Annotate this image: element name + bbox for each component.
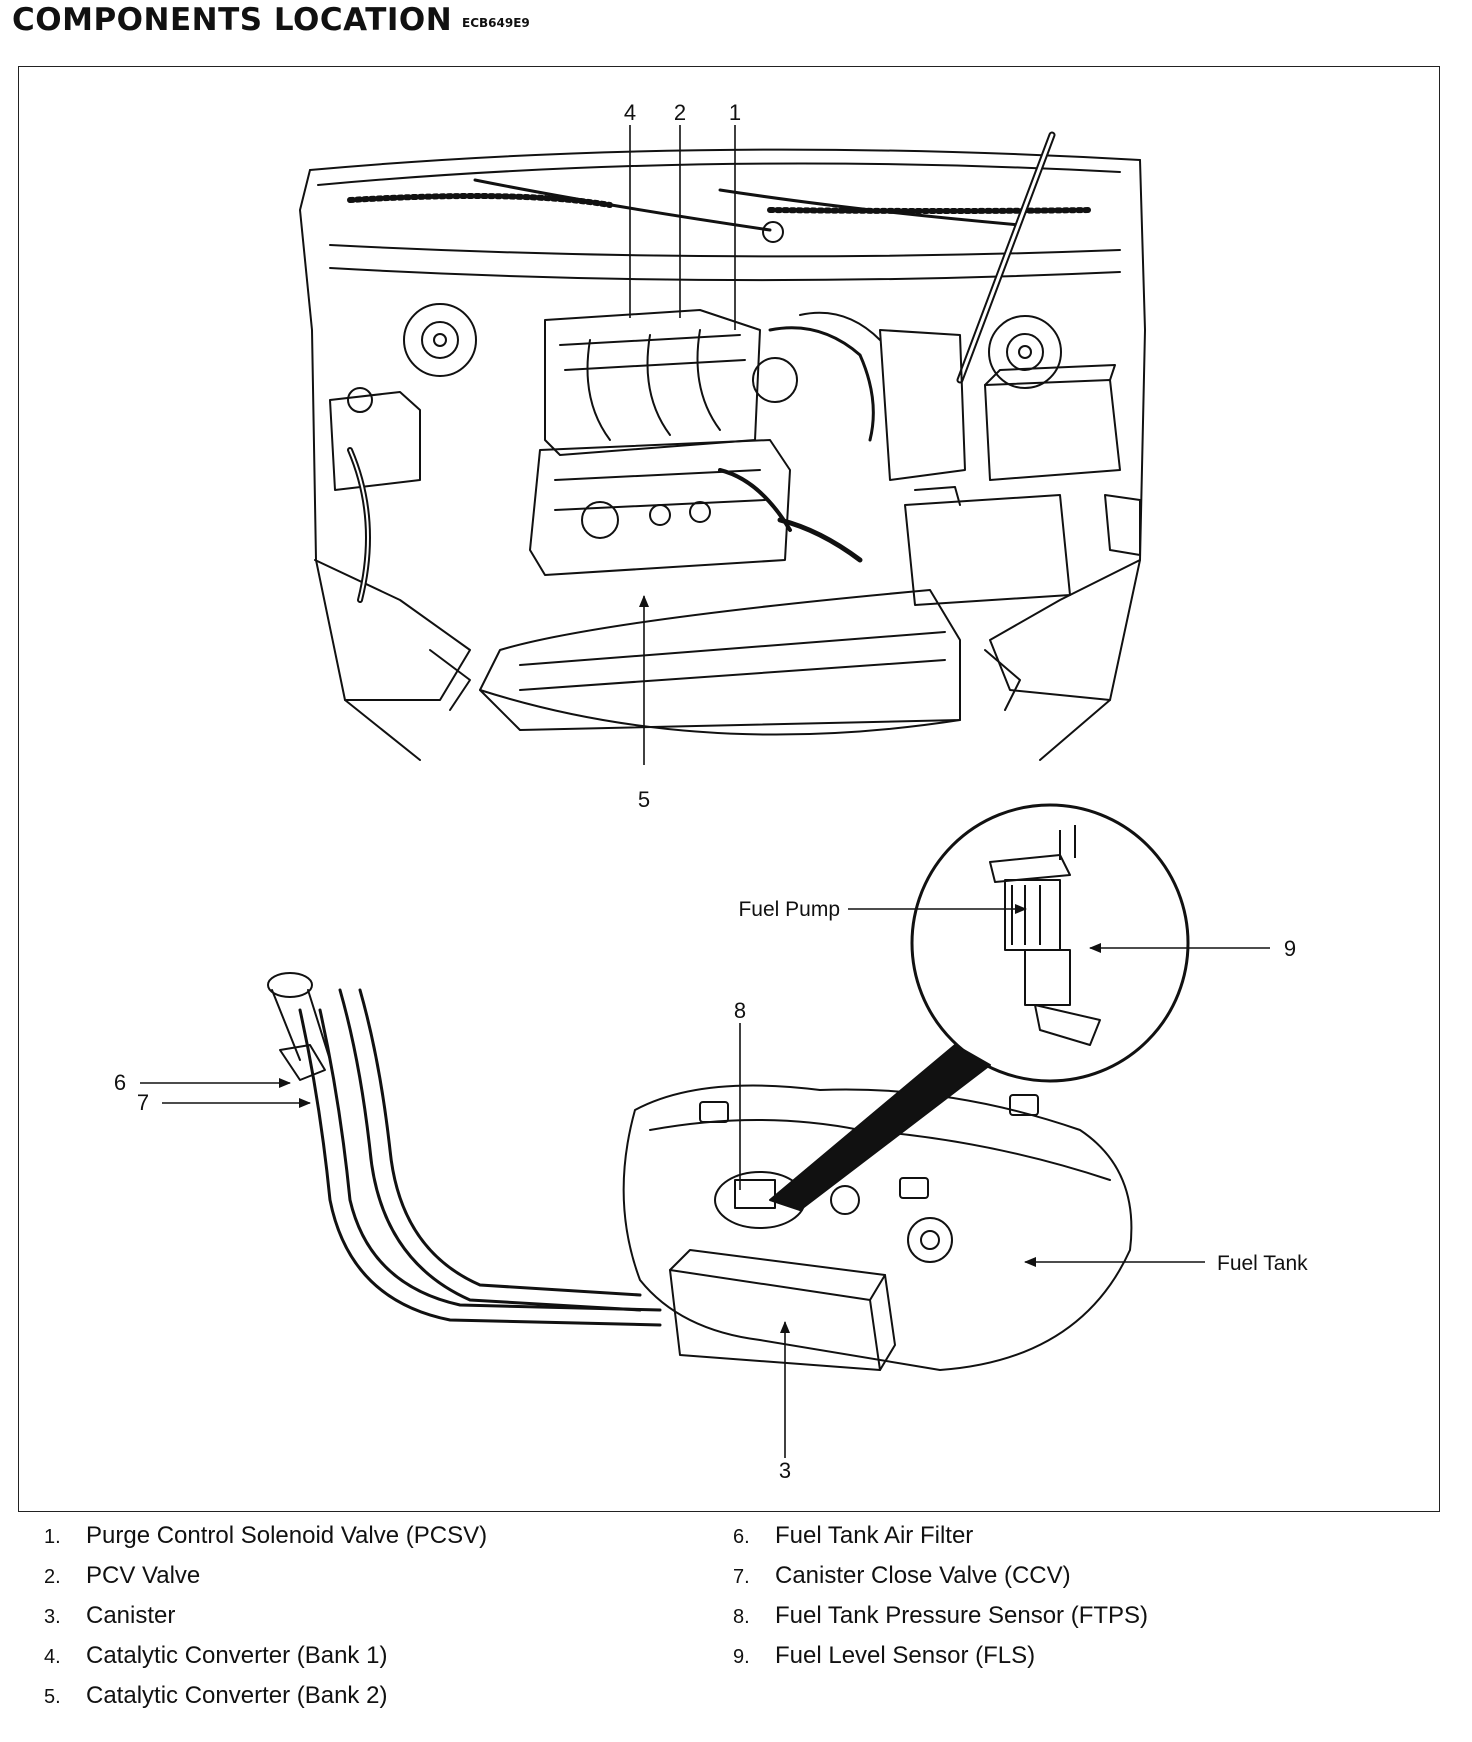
callout-1: 1 xyxy=(729,100,741,125)
legend-number: 5. xyxy=(44,1686,61,1708)
diagram-frame xyxy=(18,66,1440,1512)
legend-text: Canister xyxy=(86,1602,176,1629)
callout-4: 4 xyxy=(624,100,636,125)
callout-9: 9 xyxy=(1284,936,1296,961)
legend-item: 8. Fuel Tank Pressure Sensor (FTPS) xyxy=(733,1602,1148,1642)
legend-text: Fuel Tank Pressure Sensor (FTPS) xyxy=(775,1602,1149,1629)
legend-number: 8. xyxy=(733,1606,750,1628)
legend-number: 9. xyxy=(733,1646,750,1668)
legend-item: 9. Fuel Level Sensor (FLS) xyxy=(733,1642,1148,1682)
legend-right: 6. Fuel Tank Air Filter 7. Canister Clos… xyxy=(733,1522,1148,1682)
label-fuel-tank: Fuel Tank xyxy=(1217,1252,1308,1275)
legend-text: Canister Close Valve (CCV) xyxy=(775,1562,1071,1589)
callout-2: 2 xyxy=(674,100,686,125)
legend-item: 5. Catalytic Converter (Bank 2) xyxy=(44,1682,487,1722)
callout-6: 6 xyxy=(114,1070,126,1095)
page-title: COMPONENTS LOCATION xyxy=(12,2,453,38)
legend-item: 3. Canister xyxy=(44,1602,487,1642)
legend-item: 2. PCV Valve xyxy=(44,1562,487,1602)
engine-bay-illustration xyxy=(299,131,1146,761)
legend-item: 7. Canister Close Valve (CCV) xyxy=(733,1562,1148,1602)
legend-number: 6. xyxy=(733,1526,750,1548)
label-fuel-pump: Fuel Pump xyxy=(738,898,840,921)
legend-number: 2. xyxy=(44,1566,61,1588)
callout-5: 5 xyxy=(638,787,650,812)
callout-3: 3 xyxy=(779,1458,791,1483)
fuel-tank-illustration xyxy=(267,972,1133,1371)
legend-item: 6. Fuel Tank Air Filter xyxy=(733,1522,1148,1562)
legend-text: Catalytic Converter (Bank 2) xyxy=(86,1682,388,1709)
legend-item: 4. Catalytic Converter (Bank 1) xyxy=(44,1642,487,1682)
figure-code: ECB649E9 xyxy=(462,16,530,30)
legend-text: Catalytic Converter (Bank 1) xyxy=(86,1642,388,1669)
fuel-pump-inset xyxy=(769,803,1190,1211)
legend-number: 3. xyxy=(44,1606,61,1628)
legend-text: PCV Valve xyxy=(86,1562,201,1589)
legend-number: 7. xyxy=(733,1566,750,1588)
legend-text: Fuel Level Sensor (FLS) xyxy=(775,1642,1036,1669)
legend-item: 1. Purge Control Solenoid Valve (PCSV) xyxy=(44,1522,487,1562)
legend-text: Purge Control Solenoid Valve (PCSV) xyxy=(86,1522,488,1549)
legend-left: 1. Purge Control Solenoid Valve (PCSV) 2… xyxy=(44,1522,487,1722)
callout-7: 7 xyxy=(137,1090,149,1115)
callout-leaders xyxy=(140,125,1270,1458)
legend-number: 1. xyxy=(44,1526,61,1548)
callout-8: 8 xyxy=(734,998,746,1023)
legend-text: Fuel Tank Air Filter xyxy=(775,1522,974,1549)
legend-number: 4. xyxy=(44,1646,61,1668)
